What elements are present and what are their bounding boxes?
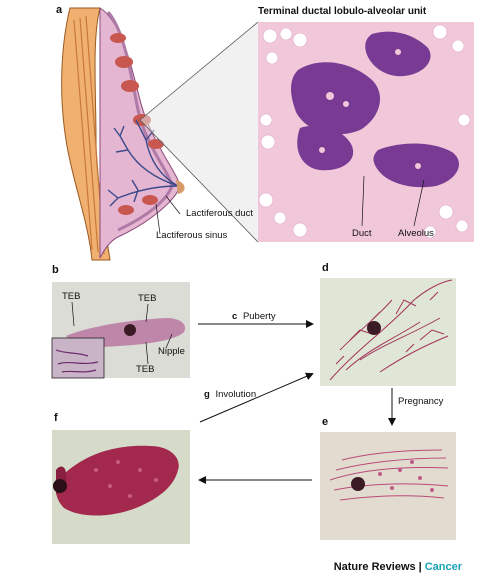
panel-letter-c: c [232, 311, 238, 322]
panel-letter-a: a [56, 4, 63, 16]
label-lactiferous-duct: Lactiferous duct [186, 208, 254, 219]
journal-section: Cancer [424, 561, 462, 573]
label-teb-top: TEB [138, 293, 157, 304]
label-lactiferous-sinus: Lactiferous sinus [156, 230, 228, 241]
panel-a-title: Terminal ductal lobulo-alveolar unit [258, 6, 427, 17]
journal-name: Nature Reviews [333, 561, 416, 573]
label-nipple: Nipple [158, 346, 185, 357]
panel-letter-g: g [204, 389, 210, 400]
journal-separator: | [418, 561, 422, 573]
arrow-label-puberty: c Puberty [232, 311, 276, 322]
panel-letter-f: f [54, 412, 58, 424]
label-alveolus: Alveolus [398, 228, 434, 239]
label-duct: Duct [352, 228, 372, 239]
puberty-label: Puberty [242, 311, 276, 322]
journal-credit: Nature Reviews|Cancer [334, 561, 462, 573]
label-teb-left: TEB [62, 291, 81, 302]
pregnancy-label: Pregnancy [398, 396, 444, 407]
involution-label: Involution [215, 389, 257, 400]
panel-letter-b: b [52, 264, 59, 276]
arrow-label-involution: g Involution [204, 389, 256, 400]
label-teb-bottom: TEB [136, 364, 155, 375]
panel-letter-e: e [322, 416, 329, 428]
panel-letter-d: d [322, 262, 329, 274]
